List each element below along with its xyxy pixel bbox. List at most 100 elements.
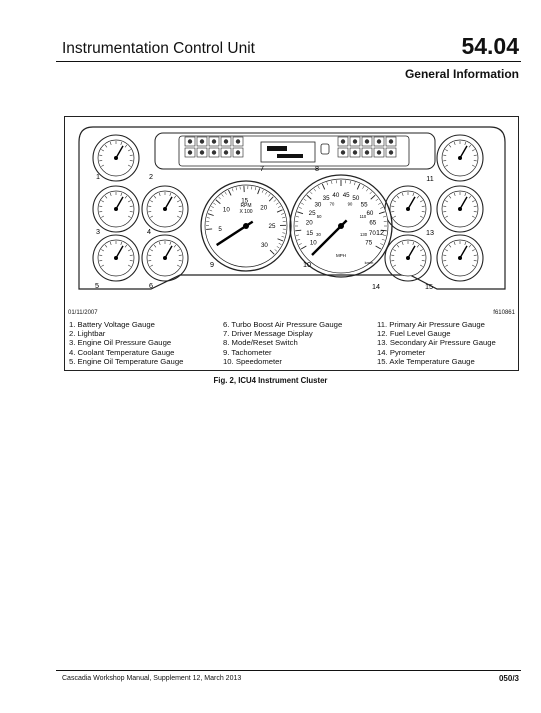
gauge-tick (468, 144, 472, 148)
gauge-tick (448, 195, 452, 199)
gauge-needle (115, 245, 124, 259)
gauge-tick (471, 249, 475, 252)
page-title: Instrumentation Control Unit (62, 40, 255, 57)
footer-publication: Cascadia Workshop Manual, Supplement 12,… (62, 675, 242, 682)
speedo-unit-label: MPH (336, 253, 346, 258)
dial-tick (298, 243, 302, 245)
gauge-tick (178, 260, 182, 262)
legend-column-1: 1. Battery Voltage Gauge 2. Lightbar 3. … (69, 320, 183, 366)
gauge-tick (393, 200, 397, 203)
gauge-bezel (141, 234, 189, 282)
gauge-tick (129, 254, 133, 256)
gauge-tick (471, 149, 475, 152)
warning-icon (211, 139, 217, 144)
gauge-tick (443, 205, 447, 207)
gauge-tick (129, 160, 133, 162)
gauge-tick (443, 211, 447, 213)
gauge-tick (416, 195, 420, 199)
gauge-tick (109, 141, 112, 145)
figure-caption: Fig. 2, ICU4 Instrument Cluster (213, 376, 328, 385)
gauge-tick (443, 260, 447, 262)
gauge-tick (391, 254, 395, 256)
warning-icon (199, 139, 205, 144)
gauge-tick (412, 241, 415, 245)
gauge-tick (101, 215, 105, 218)
dial-tick (281, 236, 285, 238)
legend-item: 9. Tachometer (223, 347, 272, 357)
dial-tick (349, 180, 351, 184)
dial-tick (301, 202, 304, 205)
warning-icon (376, 139, 382, 144)
speedo-kmh-label: km/h (365, 260, 374, 265)
dial-tick-label: 10 (310, 240, 317, 247)
mode-reset-switch (320, 143, 330, 155)
dial-tick (257, 188, 261, 195)
gauge-tick (129, 154, 133, 156)
dial-tick (378, 211, 385, 215)
gauge-hub (163, 207, 167, 211)
gauge-tick (169, 241, 172, 245)
small-gauge (92, 185, 140, 233)
gauge-needle (164, 196, 173, 210)
warning-icon (235, 150, 241, 155)
gauge-tick (127, 200, 131, 203)
gauge-tick (443, 160, 447, 162)
gauge-tick (396, 195, 400, 199)
gauge-tick (104, 195, 108, 199)
gauge-hub (406, 256, 410, 260)
dial-tick (306, 194, 312, 200)
gauge-bezel (384, 234, 432, 282)
gauge-tick (419, 200, 423, 203)
small-gauge (92, 234, 140, 282)
dial-tick (375, 245, 382, 250)
warning-icon (388, 139, 394, 144)
dial-tick (282, 232, 286, 234)
warning-icon (352, 150, 358, 155)
gauge-tick (443, 254, 447, 256)
gauge-tick (412, 192, 415, 196)
gauge-tick (148, 260, 152, 262)
small-gauge (141, 185, 189, 233)
legend-item: 3. Engine Oil Pressure Gauge (69, 338, 172, 348)
warning-icon (352, 139, 358, 144)
dial-tick (295, 229, 302, 232)
gauge-tick (148, 205, 152, 207)
small-gauges (92, 134, 484, 282)
gauge-tick (120, 241, 123, 245)
gauge-tick (393, 215, 397, 218)
gauge-hub (458, 256, 462, 260)
gauge-tick (99, 154, 103, 156)
dial-tick (317, 186, 320, 189)
gauge-tick (127, 149, 131, 152)
gauge-tick (169, 192, 172, 196)
gauge-needle (407, 196, 416, 210)
dial-tick (381, 239, 385, 241)
gauge-tick (124, 144, 128, 148)
dial-tick (295, 216, 299, 218)
gauge-tick (127, 249, 131, 252)
gauge-needle (459, 245, 468, 259)
dial-hub (338, 223, 344, 229)
gauge-tick (473, 260, 477, 262)
dial-tick-label: 75 (365, 240, 372, 247)
gauge-tick (421, 260, 425, 262)
warning-icon (340, 139, 346, 144)
figure-id: f610861 (493, 310, 515, 316)
dial-tick (331, 180, 333, 184)
gauge-bezel (436, 134, 484, 182)
dial-tick-label: 35 (323, 195, 330, 202)
gauge-tick (101, 164, 105, 167)
gauge-tick (178, 211, 182, 213)
gauge-tick (448, 244, 452, 248)
warning-icon (235, 139, 241, 144)
warning-icon (364, 150, 370, 155)
gauge-tick (445, 264, 449, 267)
small-gauge (141, 234, 189, 282)
callout-number: 5 (95, 281, 99, 290)
gauge-tick (148, 254, 152, 256)
dial-tick (383, 216, 387, 218)
gauge-tick (445, 149, 449, 152)
gauge-tick (464, 141, 467, 145)
dial-tick (215, 199, 221, 205)
